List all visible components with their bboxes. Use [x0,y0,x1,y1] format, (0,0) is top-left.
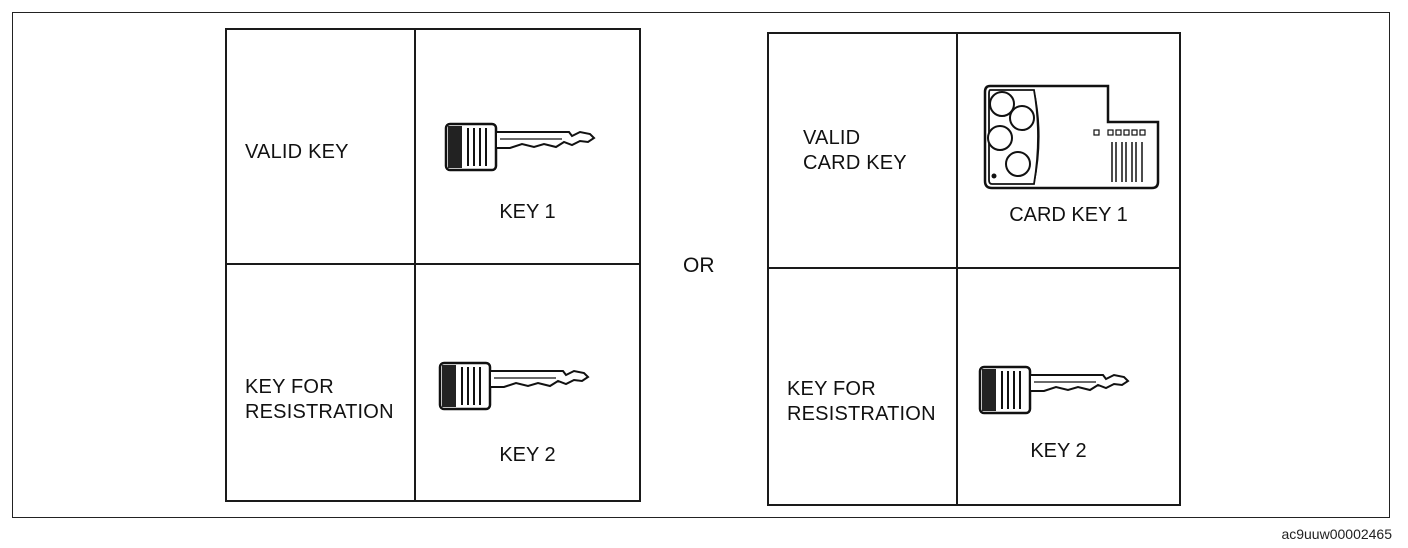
valid-key-label: VALID KEY [245,141,349,163]
registration-key-label-cell: KEY FOR RESISTRATION [227,265,416,500]
registration-key-label-cell: KEY FOR RESISTRATION [769,269,958,504]
key-icon [438,361,590,411]
key-2-caption: KEY 2 [499,444,556,466]
valid-key-label-cell: VALID KEY [227,30,416,265]
key-2-caption: KEY 2 [1030,440,1087,462]
key-2-cell: KEY 2 [958,269,1179,504]
valid-card-key-label: VALID CARD KEY [803,127,907,174]
registration-key-label: KEY FOR RESISTRATION [245,376,394,423]
key-table-option-a: VALID KEY KEY 1 KEY FOR RESISTRATION K [225,28,641,502]
card-key-icon [983,84,1160,190]
figure-code: ac9uuw00002465 [1281,526,1392,542]
figure-frame [12,12,1390,518]
card-key-1-cell: CARD KEY 1 [958,34,1179,269]
or-separator: OR [683,254,715,277]
key-1-caption: KEY 1 [499,201,556,223]
key-2-cell: KEY 2 [416,265,639,500]
key-icon [978,365,1130,415]
key-icon [444,122,596,172]
key-1-cell: KEY 1 [416,30,639,265]
card-key-1-caption: CARD KEY 1 [1009,204,1128,226]
valid-card-key-label-cell: VALID CARD KEY [769,34,958,269]
key-table-option-b: VALID CARD KEY CARD KEY 1 [767,32,1181,506]
registration-key-label: KEY FOR RESISTRATION [787,378,936,425]
